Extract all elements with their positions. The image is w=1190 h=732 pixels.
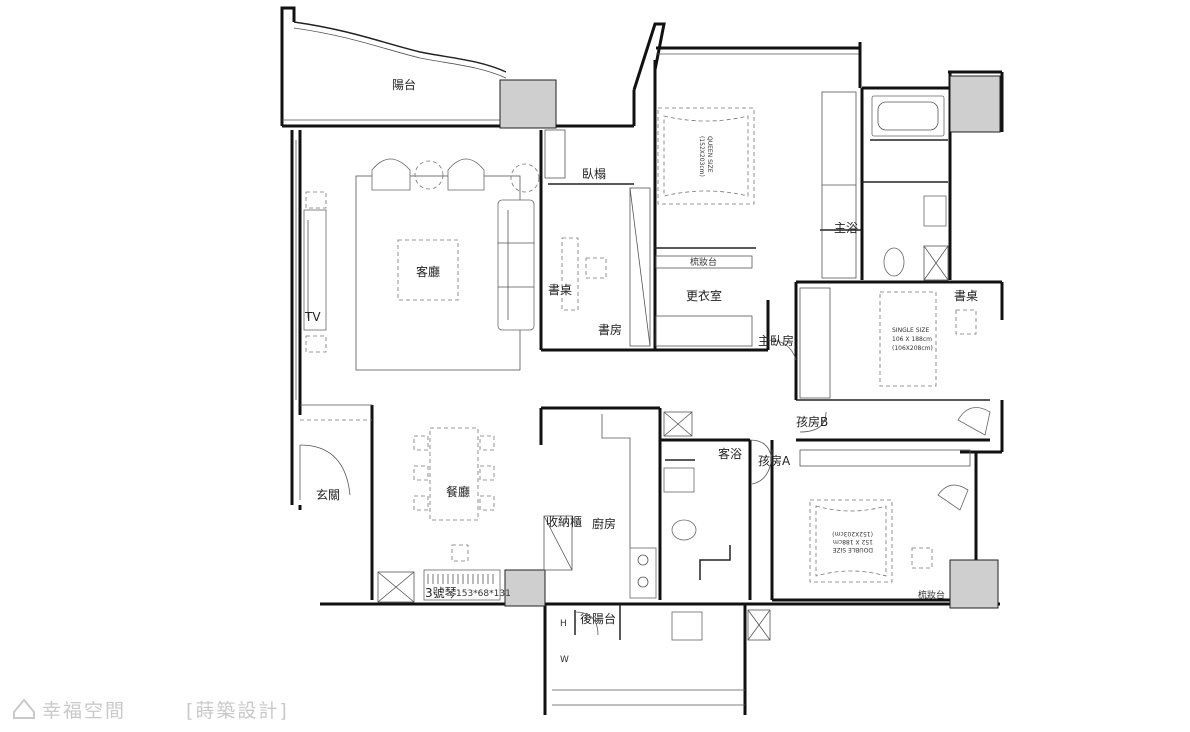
room-labels: 陽台 客廳 TV 餐廳 玄關 書房 書桌 臥榻 梳妝台 更衣室 主浴 主臥房 書… (304, 77, 978, 626)
svg-text:(152X203cm): (152X203cm) (698, 136, 705, 177)
piano-size: 153*68*131 (456, 589, 511, 599)
label-study-desk: 書桌 (548, 283, 572, 297)
label-guest-bath: 客浴 (718, 446, 742, 461)
svg-text:106 X 188cm: 106 X 188cm (892, 336, 932, 343)
dining-table (429, 427, 479, 521)
washer-mark: W (560, 655, 569, 665)
house-logo-icon (13, 698, 35, 719)
label-daybed: 臥榻 (582, 167, 606, 181)
stove (629, 547, 657, 599)
label-kids-dressing-table: 梳妝台 (918, 589, 945, 601)
basin (663, 467, 695, 493)
column (949, 75, 1001, 133)
column (504, 569, 546, 607)
study-furniture (544, 129, 651, 347)
sofa (497, 199, 535, 331)
queen-bed (657, 107, 755, 205)
watermark-brand: 幸福空間 (42, 700, 126, 722)
storage-cabinet (543, 515, 573, 571)
sink (923, 195, 947, 227)
label-kids-desk: 書桌 (954, 289, 978, 303)
single-bed-label: SINGLE SIZE 106 X 188cm (106X208cm) (892, 327, 933, 352)
tv-console (303, 209, 327, 331)
svg-text:DOUBLE SIZE: DOUBLE SIZE (832, 546, 873, 553)
label-living-room: 客廳 (416, 264, 440, 279)
study-desk (561, 237, 579, 311)
side-table (414, 160, 444, 190)
label-entrance: 玄關 (316, 487, 340, 502)
toilet (883, 247, 905, 277)
label-master-bath: 主浴 (834, 221, 858, 235)
queen-bed-label: QUEEN SIZE (152X203cm) (698, 136, 713, 177)
structural-columns (499, 75, 1001, 609)
armchair (447, 158, 485, 191)
living-room-furniture (303, 158, 540, 371)
shower (923, 245, 949, 281)
closet-rack (655, 315, 753, 347)
label-kids-room-b: 孩房B (796, 414, 828, 429)
kids-room-a-furniture (799, 449, 971, 583)
label-kids-room-a: 孩房A (758, 453, 791, 468)
svg-text:(106X208cm): (106X208cm) (892, 345, 933, 352)
label-tv: TV (304, 310, 321, 324)
column (949, 559, 999, 609)
water-heater-mark: H (560, 619, 567, 629)
entrance-door-swing (299, 444, 351, 496)
svg-text:QUEEN SIZE: QUEEN SIZE (706, 136, 713, 173)
label-master-bedroom: 主臥房 (758, 333, 794, 348)
bookshelf (629, 187, 651, 347)
svg-text:152 X 188cm: 152 X 188cm (833, 538, 873, 545)
armchair (371, 158, 411, 191)
toilet (671, 519, 697, 541)
piano-label: 3號琴 (425, 586, 457, 600)
bathtub (871, 95, 945, 137)
single-bed (879, 291, 937, 387)
watermark: 幸福空間 [蒔築設計] (13, 698, 289, 722)
kids-room-b-furniture (799, 287, 991, 436)
duct (663, 411, 693, 437)
chair (911, 547, 933, 569)
svg-text:SINGLE SIZE: SINGLE SIZE (892, 327, 929, 334)
kitchen-furniture (543, 411, 771, 641)
label-kitchen: 廚房 (592, 516, 616, 531)
laundry-sink (671, 611, 703, 641)
label-storage-cabinet: 收納櫃 (546, 515, 582, 529)
label-balcony: 陽台 (392, 77, 416, 92)
chair (585, 257, 607, 279)
label-walk-in-closet: 更衣室 (686, 288, 722, 303)
label-study: 書房 (598, 322, 622, 337)
label-dressing-table: 梳妝台 (690, 256, 717, 268)
wardrobe (799, 449, 971, 467)
piano-bench (451, 544, 469, 562)
dressing-table (655, 255, 753, 269)
master-bedroom-furniture (655, 91, 949, 347)
door-swings (574, 339, 827, 636)
piano (423, 569, 501, 601)
shoe-cabinet (377, 571, 415, 603)
column (499, 79, 557, 129)
piano-labels: 3號琴 153*68*131 (425, 586, 511, 600)
double-bed-label: DOUBLE SIZE 152 X 188cm (152X203cm) (832, 530, 873, 553)
wardrobe (799, 287, 831, 399)
label-rear-balcony: 後陽台 (580, 611, 616, 626)
label-dining-room: 餐廳 (446, 484, 470, 499)
watermark-designer: [蒔築設計] (186, 700, 289, 722)
side-table (510, 163, 540, 193)
dining-furniture (377, 427, 501, 603)
svg-text:(152X203cm): (152X203cm) (832, 530, 873, 537)
double-bed (809, 499, 893, 583)
coffee-table (397, 239, 459, 301)
